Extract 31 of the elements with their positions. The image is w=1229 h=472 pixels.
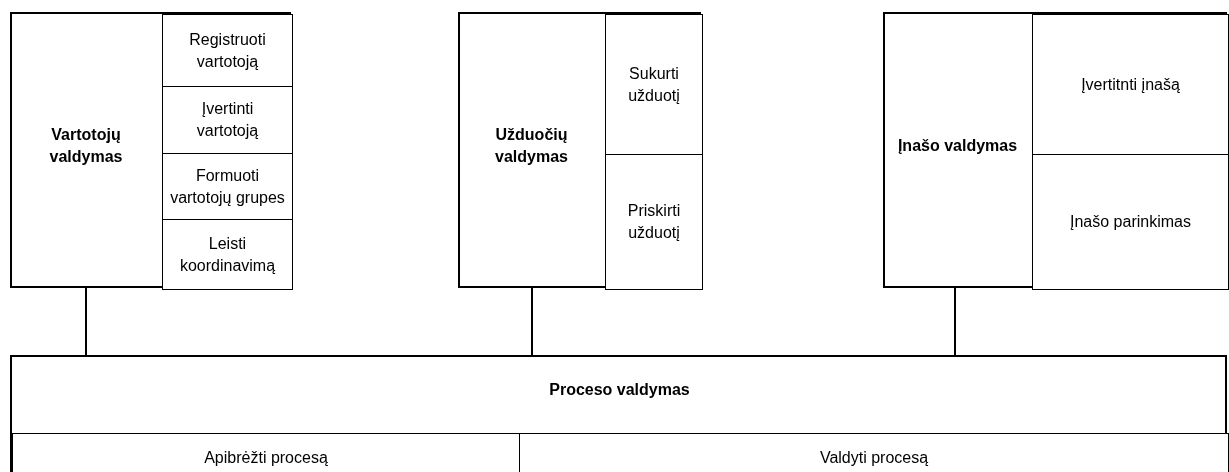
connector-line [531,287,533,356]
function-label: Įvertinti vartotoją [195,99,260,141]
function-box [1032,14,1229,155]
function-label: Įnašo parinkimas [1069,212,1192,232]
function-box [12,433,520,472]
function-box [162,153,293,220]
function-box [162,219,293,290]
module-box [883,12,1227,288]
function-label: Priskirti užduotį [626,201,682,243]
function-label: Formuoti vartotojų grupes [169,165,286,208]
module-title: Užduočių valdymas [494,125,569,167]
module-box [458,12,701,288]
connector-line [954,287,956,356]
function-label: Apibrėžti procesą [203,447,329,468]
module-title: Vartotojų valdymas [48,125,124,167]
connector-line [85,287,87,356]
function-box [1032,154,1229,290]
function-box [605,14,703,155]
module-box [10,355,1227,472]
module-title: Proceso valdymas [548,379,691,400]
module-title: Įnašo valdymas [896,136,1019,156]
function-box [519,433,1229,472]
function-label: Įvertitnti įnašą [1080,74,1181,95]
function-box [162,14,293,87]
module-box [10,12,291,288]
function-label: Registruoti vartotoją [188,29,267,72]
function-label: Leisti koordinavimą [178,233,277,276]
function-label: Sukurti užduotį [627,63,681,106]
function-box [605,154,703,290]
function-label: Valdyti procesą [818,447,930,468]
function-box [162,86,293,154]
